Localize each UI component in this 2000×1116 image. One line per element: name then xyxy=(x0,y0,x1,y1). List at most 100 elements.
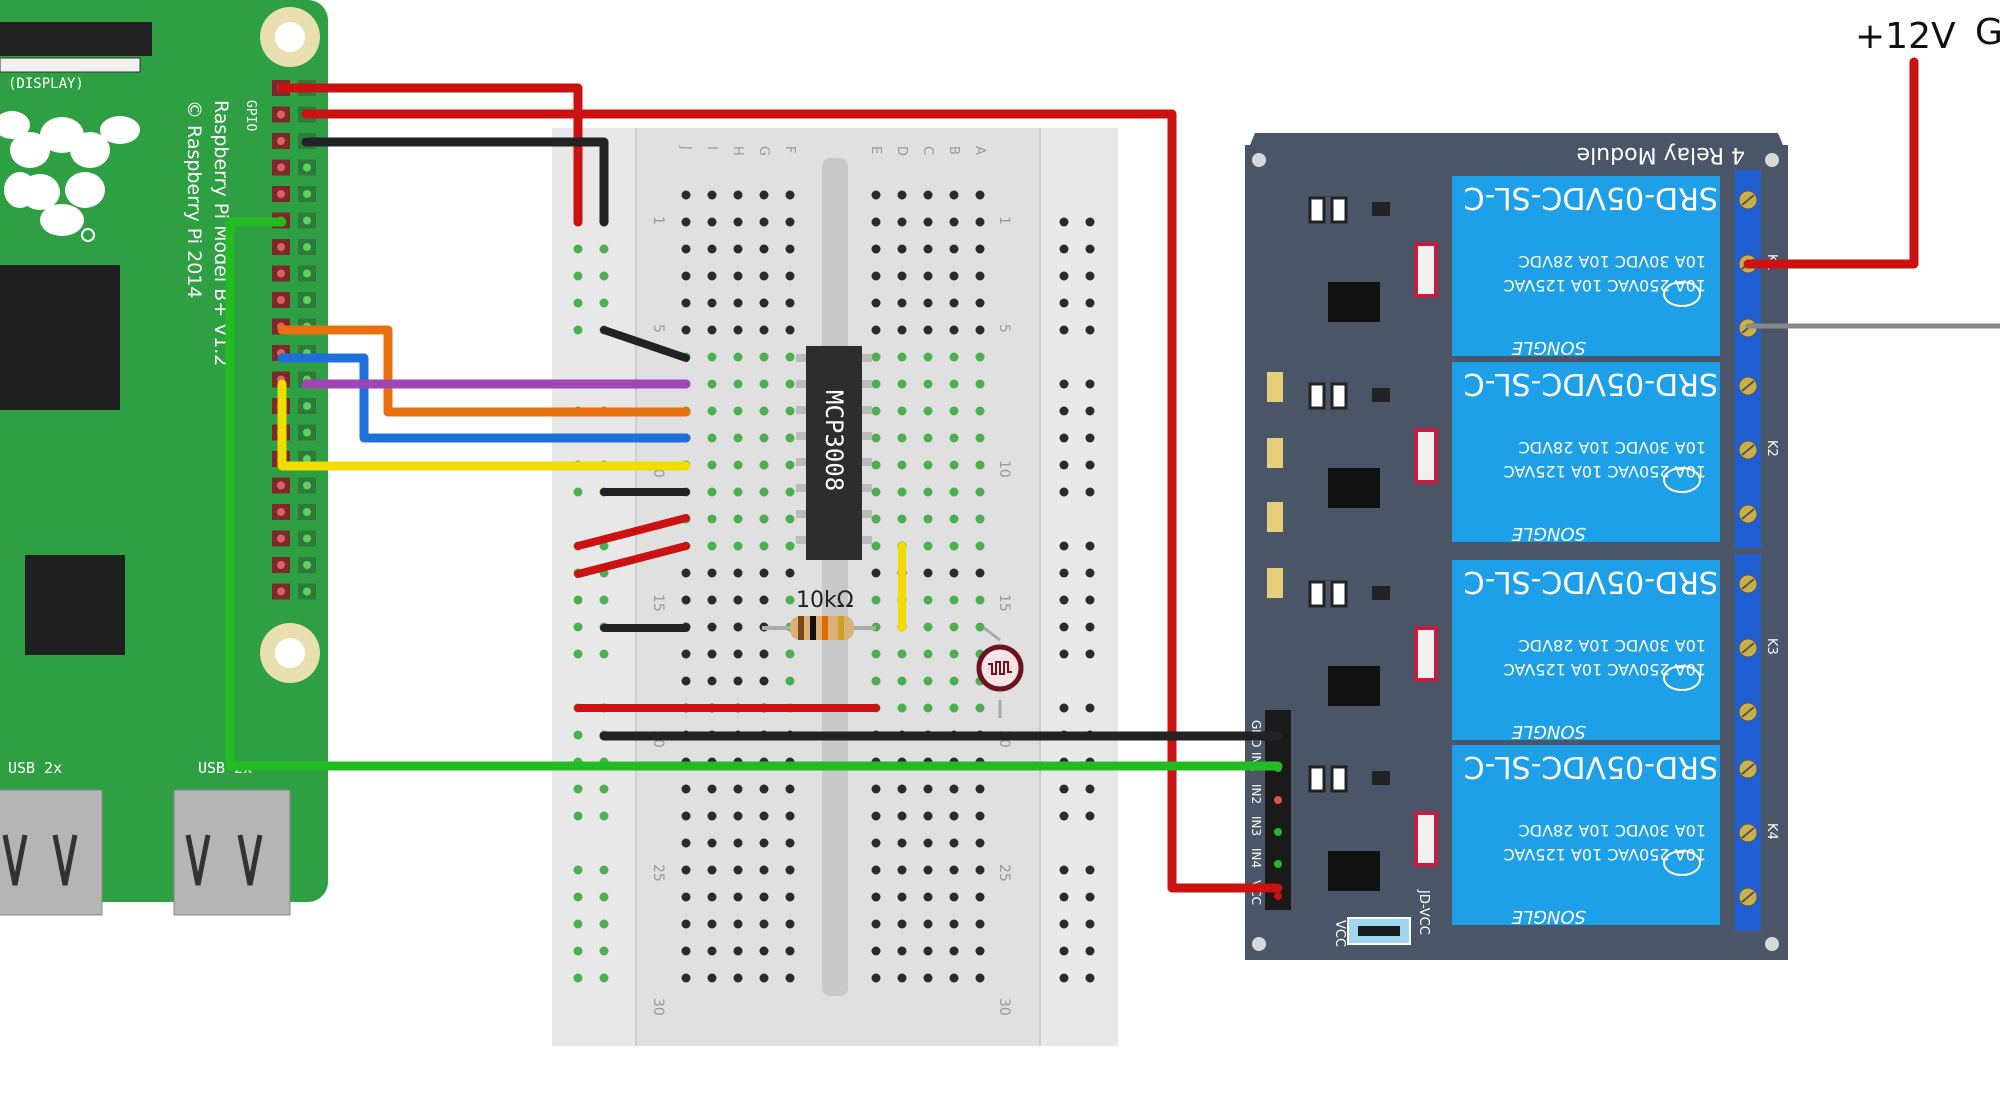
wire-red-5v xyxy=(277,83,583,227)
wire-red-jumper-2 xyxy=(574,542,690,578)
display-label: (DISPLAY) xyxy=(8,76,84,92)
column-letter: D xyxy=(894,146,909,156)
relay-resistor xyxy=(1414,242,1438,298)
plus-12v-label: +12V xyxy=(1855,16,1956,57)
relay-rating-label: 10A 30VDC 10A 28VDC xyxy=(1519,821,1706,840)
relay-rating-label: 10A 250VAC 10A 125VAC xyxy=(1504,660,1706,679)
column-letter: E xyxy=(868,146,883,154)
relay-rating-label: 10A 250VAC 10A 125VAC xyxy=(1504,462,1706,481)
relay-pin-label: IN2 xyxy=(1249,784,1263,804)
relay-3: SRD-05VDC-SL-C 10A 30VDC 10A 28VDC 10A 250… xyxy=(1308,554,1779,746)
wire-black-jumper-1 xyxy=(600,326,690,362)
wire-green-in1 xyxy=(225,217,1283,771)
row-number: 5 xyxy=(996,324,1012,333)
resistor-10k: 10kΩ xyxy=(762,588,876,640)
relay-name-label: K4 xyxy=(1764,823,1779,840)
wire-black-gnd xyxy=(301,137,609,227)
vcc-label: VCC xyxy=(1332,920,1347,947)
power-rail-left xyxy=(552,128,636,1046)
resistor-label: 10kΩ xyxy=(796,588,854,613)
relay-model-label: SRD-05VDC-SL-C xyxy=(1464,564,1718,599)
relay-brand-label: SONGLE xyxy=(1511,721,1586,742)
jd-vcc-label: JD-VCC xyxy=(1416,889,1431,935)
breadboard-center-channel xyxy=(822,158,848,996)
photoresistor-ldr xyxy=(976,626,1024,718)
relay-model-label: SRD-05VDC-SL-C xyxy=(1464,180,1718,215)
wires xyxy=(225,57,2000,893)
optocoupler xyxy=(1328,666,1380,706)
wire-red-relay-vcc xyxy=(301,109,1283,893)
row-number: 5 xyxy=(650,324,666,333)
row-number: 30 xyxy=(650,998,666,1016)
column-letter: F xyxy=(782,146,797,153)
status-led-1 xyxy=(1267,372,1283,402)
row-number: 25 xyxy=(996,864,1012,882)
column-letter: C xyxy=(920,146,935,155)
cqc-icon xyxy=(1663,281,1701,307)
column-letter: A xyxy=(972,146,987,155)
column-letter: H xyxy=(730,146,745,156)
usb-port-right xyxy=(173,789,291,916)
soc-chip xyxy=(0,265,120,410)
usb-port-left xyxy=(0,789,103,916)
usb-controller-chip xyxy=(25,555,125,655)
cqc-icon xyxy=(1663,665,1701,691)
relay-resistor xyxy=(1414,626,1438,682)
relay-module: 4 Relay Module SRD-05VDC-SL-C 10A 30VDC 1… xyxy=(1245,133,1788,960)
status-led-3 xyxy=(1267,502,1283,532)
relay-rating-label: 10A 30VDC 10A 28VDC xyxy=(1519,438,1706,457)
row-number: 30 xyxy=(996,998,1012,1016)
mcp3008-body xyxy=(806,346,862,560)
relay-2: SRD-05VDC-SL-C 10A 30VDC 10A 28VDC 10A 250… xyxy=(1308,356,1779,548)
column-letter: I xyxy=(704,146,719,150)
relay-name-label: K3 xyxy=(1764,638,1779,655)
wire-red-jumper-1 xyxy=(574,514,690,550)
display-connector xyxy=(0,22,152,56)
relay-name-label: K2 xyxy=(1764,440,1779,457)
relay-rating-label: 10A 30VDC 10A 28VDC xyxy=(1519,636,1706,655)
copyright-label: © Raspberry Pi 2014 xyxy=(183,100,205,298)
raspberry-logo-icon xyxy=(0,111,140,242)
jd-vcc-jumper: JD-VCC VCC xyxy=(1332,889,1431,947)
optocoupler xyxy=(1328,851,1380,891)
mcp3008-chip: MCP3008 xyxy=(796,346,872,560)
relay-resistor xyxy=(1414,428,1438,484)
wire-red-12v xyxy=(1743,57,1919,269)
gpio-label: GPIO xyxy=(243,100,258,131)
relay-module-title: 4 Relay Module xyxy=(1577,142,1745,167)
relay-1: SRD-05VDC-SL-C 10A 30VDC 10A 28VDC 10A 250… xyxy=(1308,170,1779,362)
row-number: 25 xyxy=(650,864,666,882)
cqc-icon xyxy=(1663,467,1701,493)
row-number: 1 xyxy=(650,216,666,225)
relay-rating-label: 10A 250VAC 10A 125VAC xyxy=(1504,845,1706,864)
optocoupler xyxy=(1328,468,1380,508)
column-letter: J xyxy=(678,145,693,150)
display-connector-pins xyxy=(0,57,141,73)
optocoupler xyxy=(1328,282,1380,322)
relay-brand-label: SONGLE xyxy=(1511,523,1586,544)
relay-pin-label: IN4 xyxy=(1249,848,1263,868)
relay-brand-label: SONGLE xyxy=(1511,906,1586,927)
row-number: 15 xyxy=(996,594,1012,612)
mcp3008-label: MCP3008 xyxy=(820,390,848,491)
row-number: 15 xyxy=(650,594,666,612)
ground-label: G xyxy=(1975,12,2000,53)
wire-blue xyxy=(277,353,691,443)
relay-model-label: SRD-05VDC-SL-C xyxy=(1464,366,1718,401)
column-letter: B xyxy=(946,146,961,155)
relay-resistor xyxy=(1414,811,1438,867)
relay-rating-label: 10A 250VAC 10A 125VAC xyxy=(1504,276,1706,295)
status-led-2 xyxy=(1267,438,1283,468)
relay-rating-label: 10A 30VDC 10A 28VDC xyxy=(1519,252,1706,271)
usb-left-label: USB 2x xyxy=(8,759,62,777)
status-led-4 xyxy=(1267,568,1283,598)
column-letter: G xyxy=(756,146,771,156)
row-number: 10 xyxy=(996,460,1012,478)
relay-brand-label: SONGLE xyxy=(1511,337,1586,358)
power-rail-right xyxy=(1040,128,1118,1046)
row-number: 1 xyxy=(996,216,1012,225)
